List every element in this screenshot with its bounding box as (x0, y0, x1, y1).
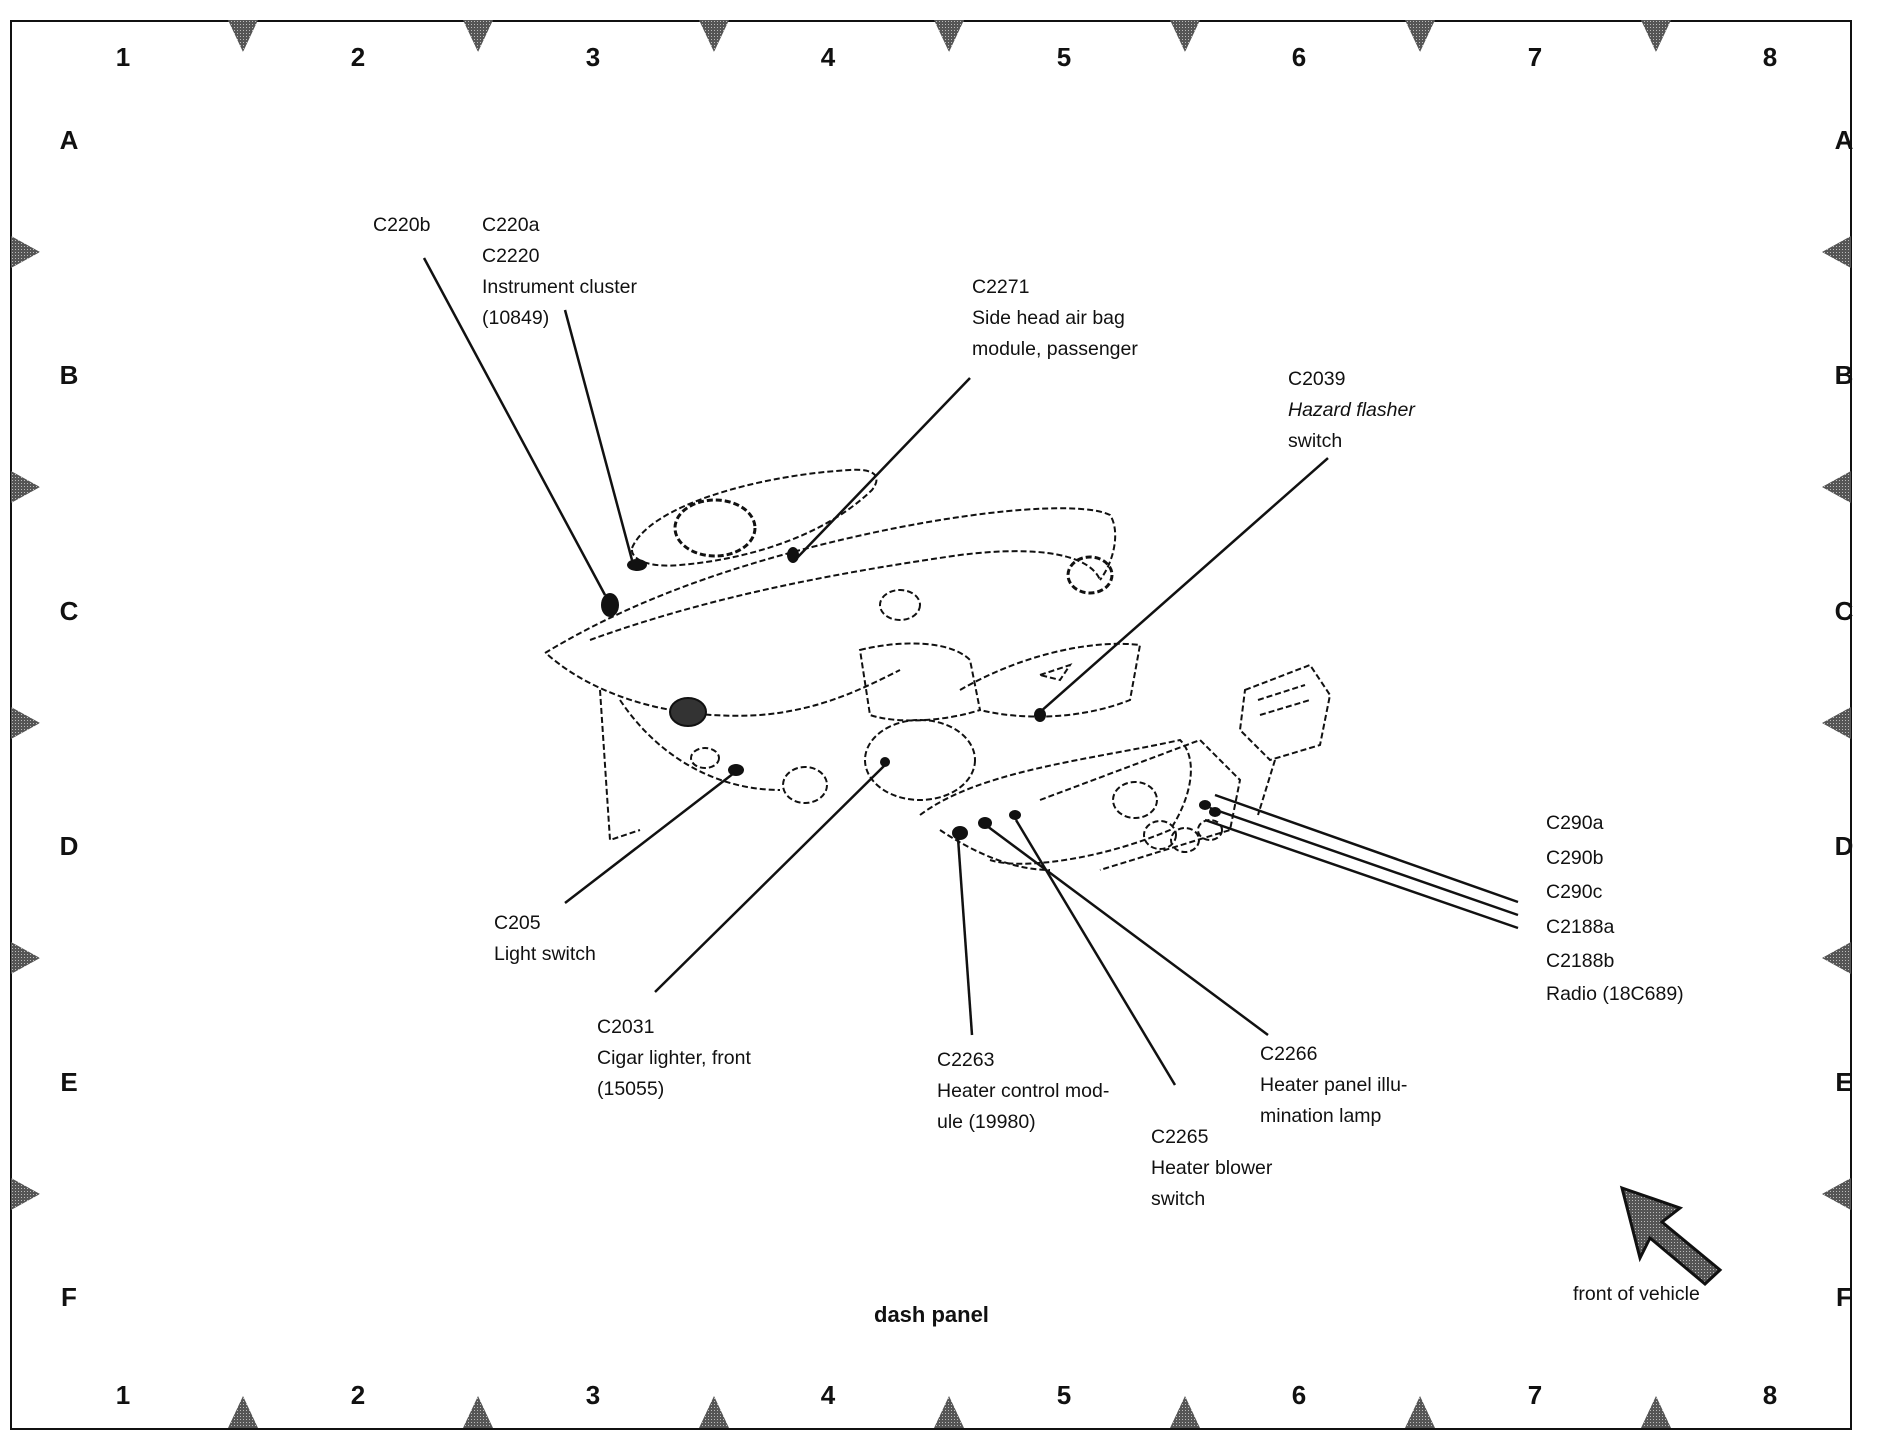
callout-line: (10849) (482, 307, 550, 329)
callout-line: Instrument cluster (482, 276, 637, 298)
grid-column-bottom-8: 8 (1762, 1380, 1778, 1410)
grid-column-top-7: 7 (1527, 42, 1543, 72)
callout-line: C290a (1546, 812, 1604, 834)
callout-c2031: C2031 Cigar lighter, front (15055) (597, 1012, 751, 1105)
leader-lines (422, 257, 1519, 1086)
callout-line: C290b (1546, 846, 1604, 869)
callout-line: Heater panel illu- (1260, 1074, 1408, 1096)
diagram-caption: dash panel (874, 1302, 989, 1327)
callout-c2039: C2039 Hazard flasher switch (1288, 364, 1415, 457)
callout-line: C2188b (1546, 950, 1615, 972)
grid-row-right-B: B (1834, 360, 1854, 390)
grid-column-top-3: 3 (585, 42, 601, 72)
front-of-vehicle-label: front of vehicle (1573, 1283, 1700, 1305)
grid-column-top-5: 5 (1056, 42, 1072, 72)
callout-c2265: C2265 Heater blower switch (1151, 1122, 1272, 1215)
grid-row-right-F: F (1836, 1282, 1852, 1312)
callout-c2271: C2271 Side head air bag module, passenge… (972, 272, 1138, 365)
grid-column-bottom-3: 3 (585, 1380, 601, 1410)
grid-column-top-4: 4 (820, 42, 836, 72)
grid-column-bottom-2: 2 (350, 1380, 366, 1410)
grid-column-bottom-4: 4 (820, 1380, 836, 1410)
callout-line: switch (1151, 1188, 1206, 1210)
callout-line: C2220 (482, 245, 540, 267)
callout-line: (15055) (597, 1078, 665, 1100)
callout-line: C2266 (1260, 1043, 1318, 1065)
callout-line: Radio (18C689) (1546, 982, 1684, 1005)
callout-line: C2188a (1546, 915, 1615, 938)
grid-ticks-right (1822, 236, 1851, 1210)
grid-row-left-F: F (61, 1282, 77, 1312)
callout-line: Side head air bag (972, 307, 1125, 329)
grid-row-left-E: E (60, 1067, 78, 1097)
callout-c205: C205 Light switch (494, 908, 596, 970)
callout-line: C290c (1546, 881, 1603, 903)
grid-row-left-C: C (59, 596, 79, 626)
grid-row-right-D: D (1834, 831, 1854, 861)
callout-line: Cigar lighter, front (597, 1047, 751, 1069)
callout-line: C2031 (597, 1016, 655, 1038)
grid-ticks-bottom (228, 1396, 1671, 1428)
callout-line: C220a (482, 214, 540, 236)
connector-markers (601, 547, 1221, 840)
callout-line: Heater control mod- (937, 1080, 1110, 1102)
callout-line: mination lamp (1260, 1105, 1382, 1127)
grid-row-left-A: A (59, 125, 79, 155)
callout-line: module, passenger (972, 338, 1138, 360)
grid-row-right-C: C (1834, 596, 1854, 626)
callout-line: Heater blower (1151, 1157, 1273, 1179)
callout-radio: C290a C290b C290c C2188a C2188b Radio (1… (1546, 806, 1684, 1009)
grid-column-bottom-6: 6 (1291, 1380, 1307, 1410)
grid-row-left-D: D (59, 831, 79, 861)
grid-column-bottom-7: 7 (1527, 1380, 1543, 1410)
grid-ticks-top (228, 20, 1671, 52)
callout-line: ule (19980) (937, 1111, 1036, 1133)
grid-column-bottom-5: 5 (1056, 1380, 1072, 1410)
callout-line: C220b (373, 214, 431, 236)
grid-column-top-6: 6 (1291, 42, 1307, 72)
grid-row-left-B: B (59, 360, 79, 390)
callout-line: C2271 (972, 276, 1030, 298)
callout-c2263: C2263 Heater control mod- ule (19980) (937, 1045, 1109, 1138)
grid-column-top-2: 2 (350, 42, 366, 72)
grid-column-top-1: 1 (115, 42, 131, 72)
callout-line: Hazard flasher (1288, 399, 1415, 421)
front-of-vehicle-arrow-icon (1619, 1185, 1723, 1287)
grid-row-right-A: A (1834, 125, 1854, 155)
grid-column-top-8: 8 (1762, 42, 1778, 72)
grid-column-bottom-1: 1 (115, 1380, 131, 1410)
callout-c220b: C220b (373, 210, 430, 241)
callout-line: C2265 (1151, 1126, 1209, 1148)
callout-line: C2039 (1288, 368, 1346, 390)
callout-line: C2263 (937, 1049, 995, 1071)
callout-line: C205 (494, 912, 541, 934)
callout-c2266: C2266 Heater panel illu- mination lamp (1260, 1039, 1407, 1132)
callout-line: switch (1288, 430, 1343, 452)
callout-instrument-cluster: C220a C2220 Instrument cluster (10849) (482, 210, 637, 334)
grid-row-right-E: E (1835, 1067, 1853, 1097)
grid-ticks-left (11, 236, 40, 1210)
dash-outline (544, 468, 1332, 871)
callout-line: Light switch (494, 943, 596, 965)
